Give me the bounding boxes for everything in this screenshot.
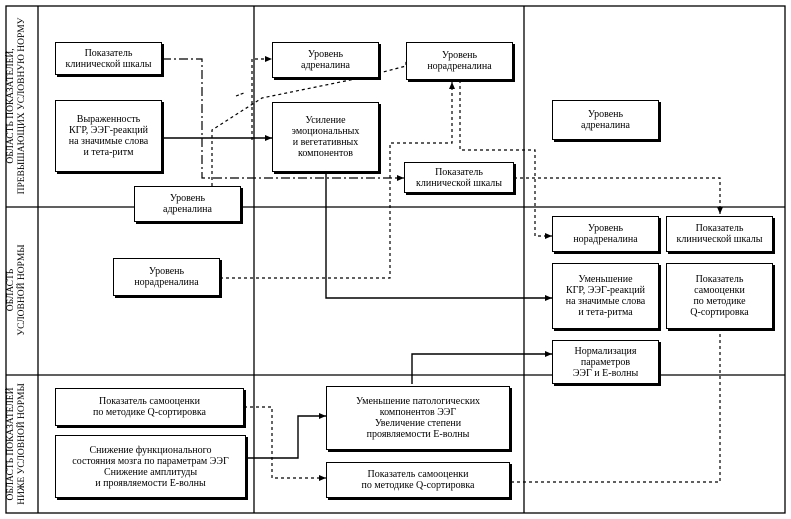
arrow-b16-b17 <box>246 413 326 459</box>
dash-b1-b7 <box>162 58 404 181</box>
zone-below-line-1: ОБЛАСТЬ ПОКАЗАТЕЛЕЙ <box>6 387 16 501</box>
zone-norm-line-2: УСЛОВНОЙ НОРМЫ <box>17 244 27 336</box>
dash-b7-b10 <box>514 177 723 214</box>
zone-above-line-2: ПРЕВЫШАЮЩИХ УСЛОВНУЮ НОРМУ <box>17 17 27 195</box>
dash-b15-b18 <box>244 406 326 481</box>
zone-below-line-2: НИЖЕ УСЛОВНОЙ НОРМЫ <box>17 383 27 505</box>
arrow-b17-b14 <box>411 351 552 384</box>
dash-b13-b18 <box>510 334 721 483</box>
arrow-b6-b12 <box>325 172 552 301</box>
zone-label-below: ОБЛАСТЬ ПОКАЗАТЕЛЕЙ НИЖЕ УСЛОВНОЙ НОРМЫ <box>6 369 28 519</box>
zone-label-above: ОБЛАСТЬ ПОКАЗАТЕЛЕЙ, ПРЕВЫШАЮЩИХ УСЛОВНУ… <box>6 11 28 201</box>
zone-label-norm: ОБЛАСТЬ УСЛОВНОЙ НОРМЫ <box>6 215 28 365</box>
zone-norm-line-1: ОБЛАСТЬ <box>6 268 16 312</box>
zone-above-line-1: ОБЛАСТЬ ПОКАЗАТЕЛЕЙ, <box>6 48 16 164</box>
dash-tick <box>235 92 245 97</box>
dash-b4-b9 <box>459 80 552 239</box>
dash-b1-b3 <box>251 56 272 140</box>
